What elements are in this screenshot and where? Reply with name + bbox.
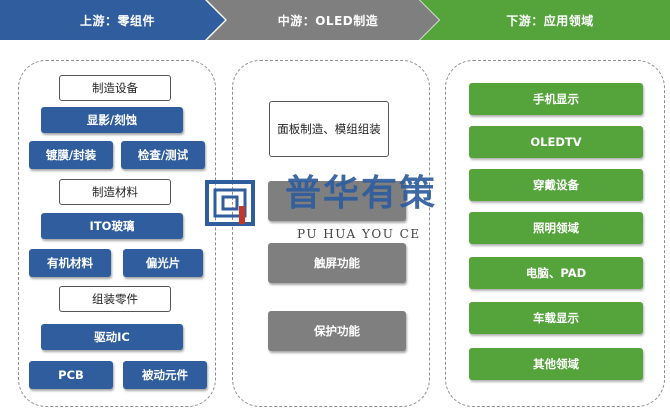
item-organic-materials: 有机材料 — [29, 249, 111, 277]
upstream-header: 上游：零组件 — [0, 0, 225, 40]
midstream-header-label: 中游：OLED制造 — [277, 13, 379, 28]
item-other-fields: 其他领域 — [469, 348, 643, 380]
category-assembly-parts: 组装零件 — [59, 286, 171, 312]
upstream-panel: 制造设备 显影/刻蚀 镀膜/封装 检查/测试 制造材料 ITO玻璃 有机材料 偏… — [18, 60, 216, 407]
watermark-subtitle: PU HUA YOU CE — [297, 227, 421, 241]
item-driver-ic: 驱动IC — [41, 324, 183, 350]
item-mobile-display: 手机显示 — [469, 83, 643, 115]
downstream-header-label: 下游：应用领域 — [506, 13, 594, 28]
item-panel-manufacturing-module-assembly: 面板制造、模组组装 — [269, 101, 389, 157]
item-ito-glass: ITO玻璃 — [41, 213, 183, 239]
item-protection-function: 保护功能 — [268, 311, 406, 351]
item-coating-packaging: 镀膜/封装 — [29, 141, 113, 169]
category-manufacturing-equipment: 制造设备 — [59, 75, 171, 101]
midstream-panel: 面板制造、模组组装 触屏功能 保护功能 — [232, 60, 430, 407]
downstream-panel: 手机显示 OLEDTV 穿戴设备 照明领域 电脑、PAD 车载显示 其他领域 — [445, 60, 665, 407]
item-lighting: 照明领域 — [469, 212, 643, 244]
item-wearable-devices: 穿戴设备 — [469, 169, 643, 201]
item-developing-etching: 显影/刻蚀 — [41, 107, 183, 133]
item-computer-pad: 电脑、PAD — [469, 257, 643, 289]
puhua-logo-icon — [205, 180, 255, 226]
item-pcb: PCB — [29, 361, 113, 389]
item-polarizer: 偏光片 — [123, 249, 203, 277]
item-passive-components: 被动元件 — [123, 361, 207, 389]
watermark: 普华有策 PU HUA YOU CE — [205, 172, 470, 252]
upstream-header-label: 上游：零组件 — [79, 13, 155, 28]
item-oled-tv: OLEDTV — [469, 126, 643, 158]
item-touch-function: 触屏功能 — [268, 243, 406, 283]
downstream-header: 下游：应用领域 — [420, 0, 670, 40]
watermark-text: 普华有策 — [285, 173, 438, 214]
item-midstream-gray-placeholder — [268, 181, 406, 221]
category-manufacturing-materials: 制造材料 — [59, 179, 171, 205]
item-vehicle-display: 车载显示 — [469, 302, 643, 334]
midstream-header: 中游：OLED制造 — [207, 0, 439, 40]
item-inspection-testing: 检查/测试 — [121, 141, 205, 169]
